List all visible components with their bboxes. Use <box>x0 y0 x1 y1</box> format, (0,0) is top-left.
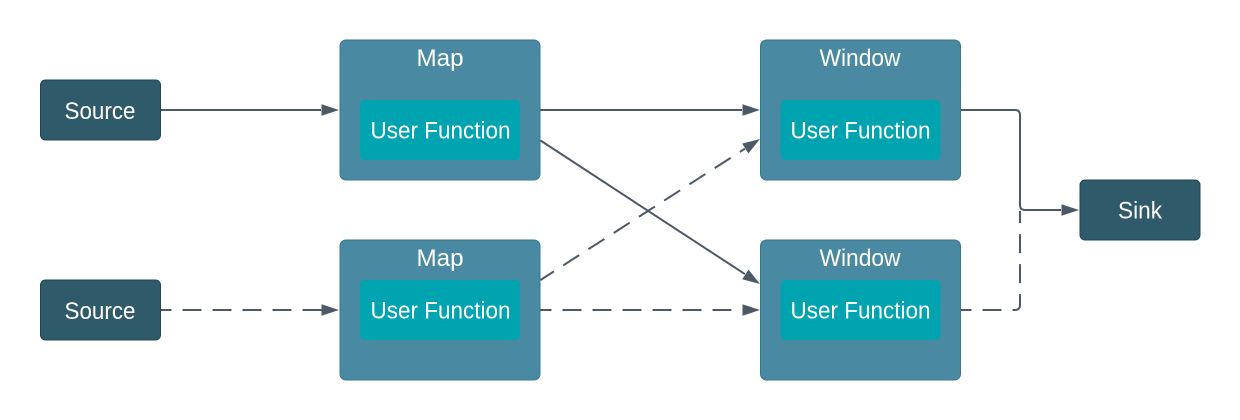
svg-text:User Function: User Function <box>791 118 931 145</box>
svg-text:User Function: User Function <box>791 298 931 325</box>
svg-text:User Function: User Function <box>371 298 511 325</box>
svg-text:Source: Source <box>65 98 136 125</box>
svg-text:Map: Map <box>417 45 464 72</box>
svg-text:Source: Source <box>65 298 136 325</box>
svg-text:Sink: Sink <box>1118 198 1163 225</box>
svg-text:Map: Map <box>417 245 464 272</box>
svg-text:Window: Window <box>820 245 902 272</box>
svg-text:Window: Window <box>820 45 902 72</box>
svg-text:User Function: User Function <box>371 118 511 145</box>
